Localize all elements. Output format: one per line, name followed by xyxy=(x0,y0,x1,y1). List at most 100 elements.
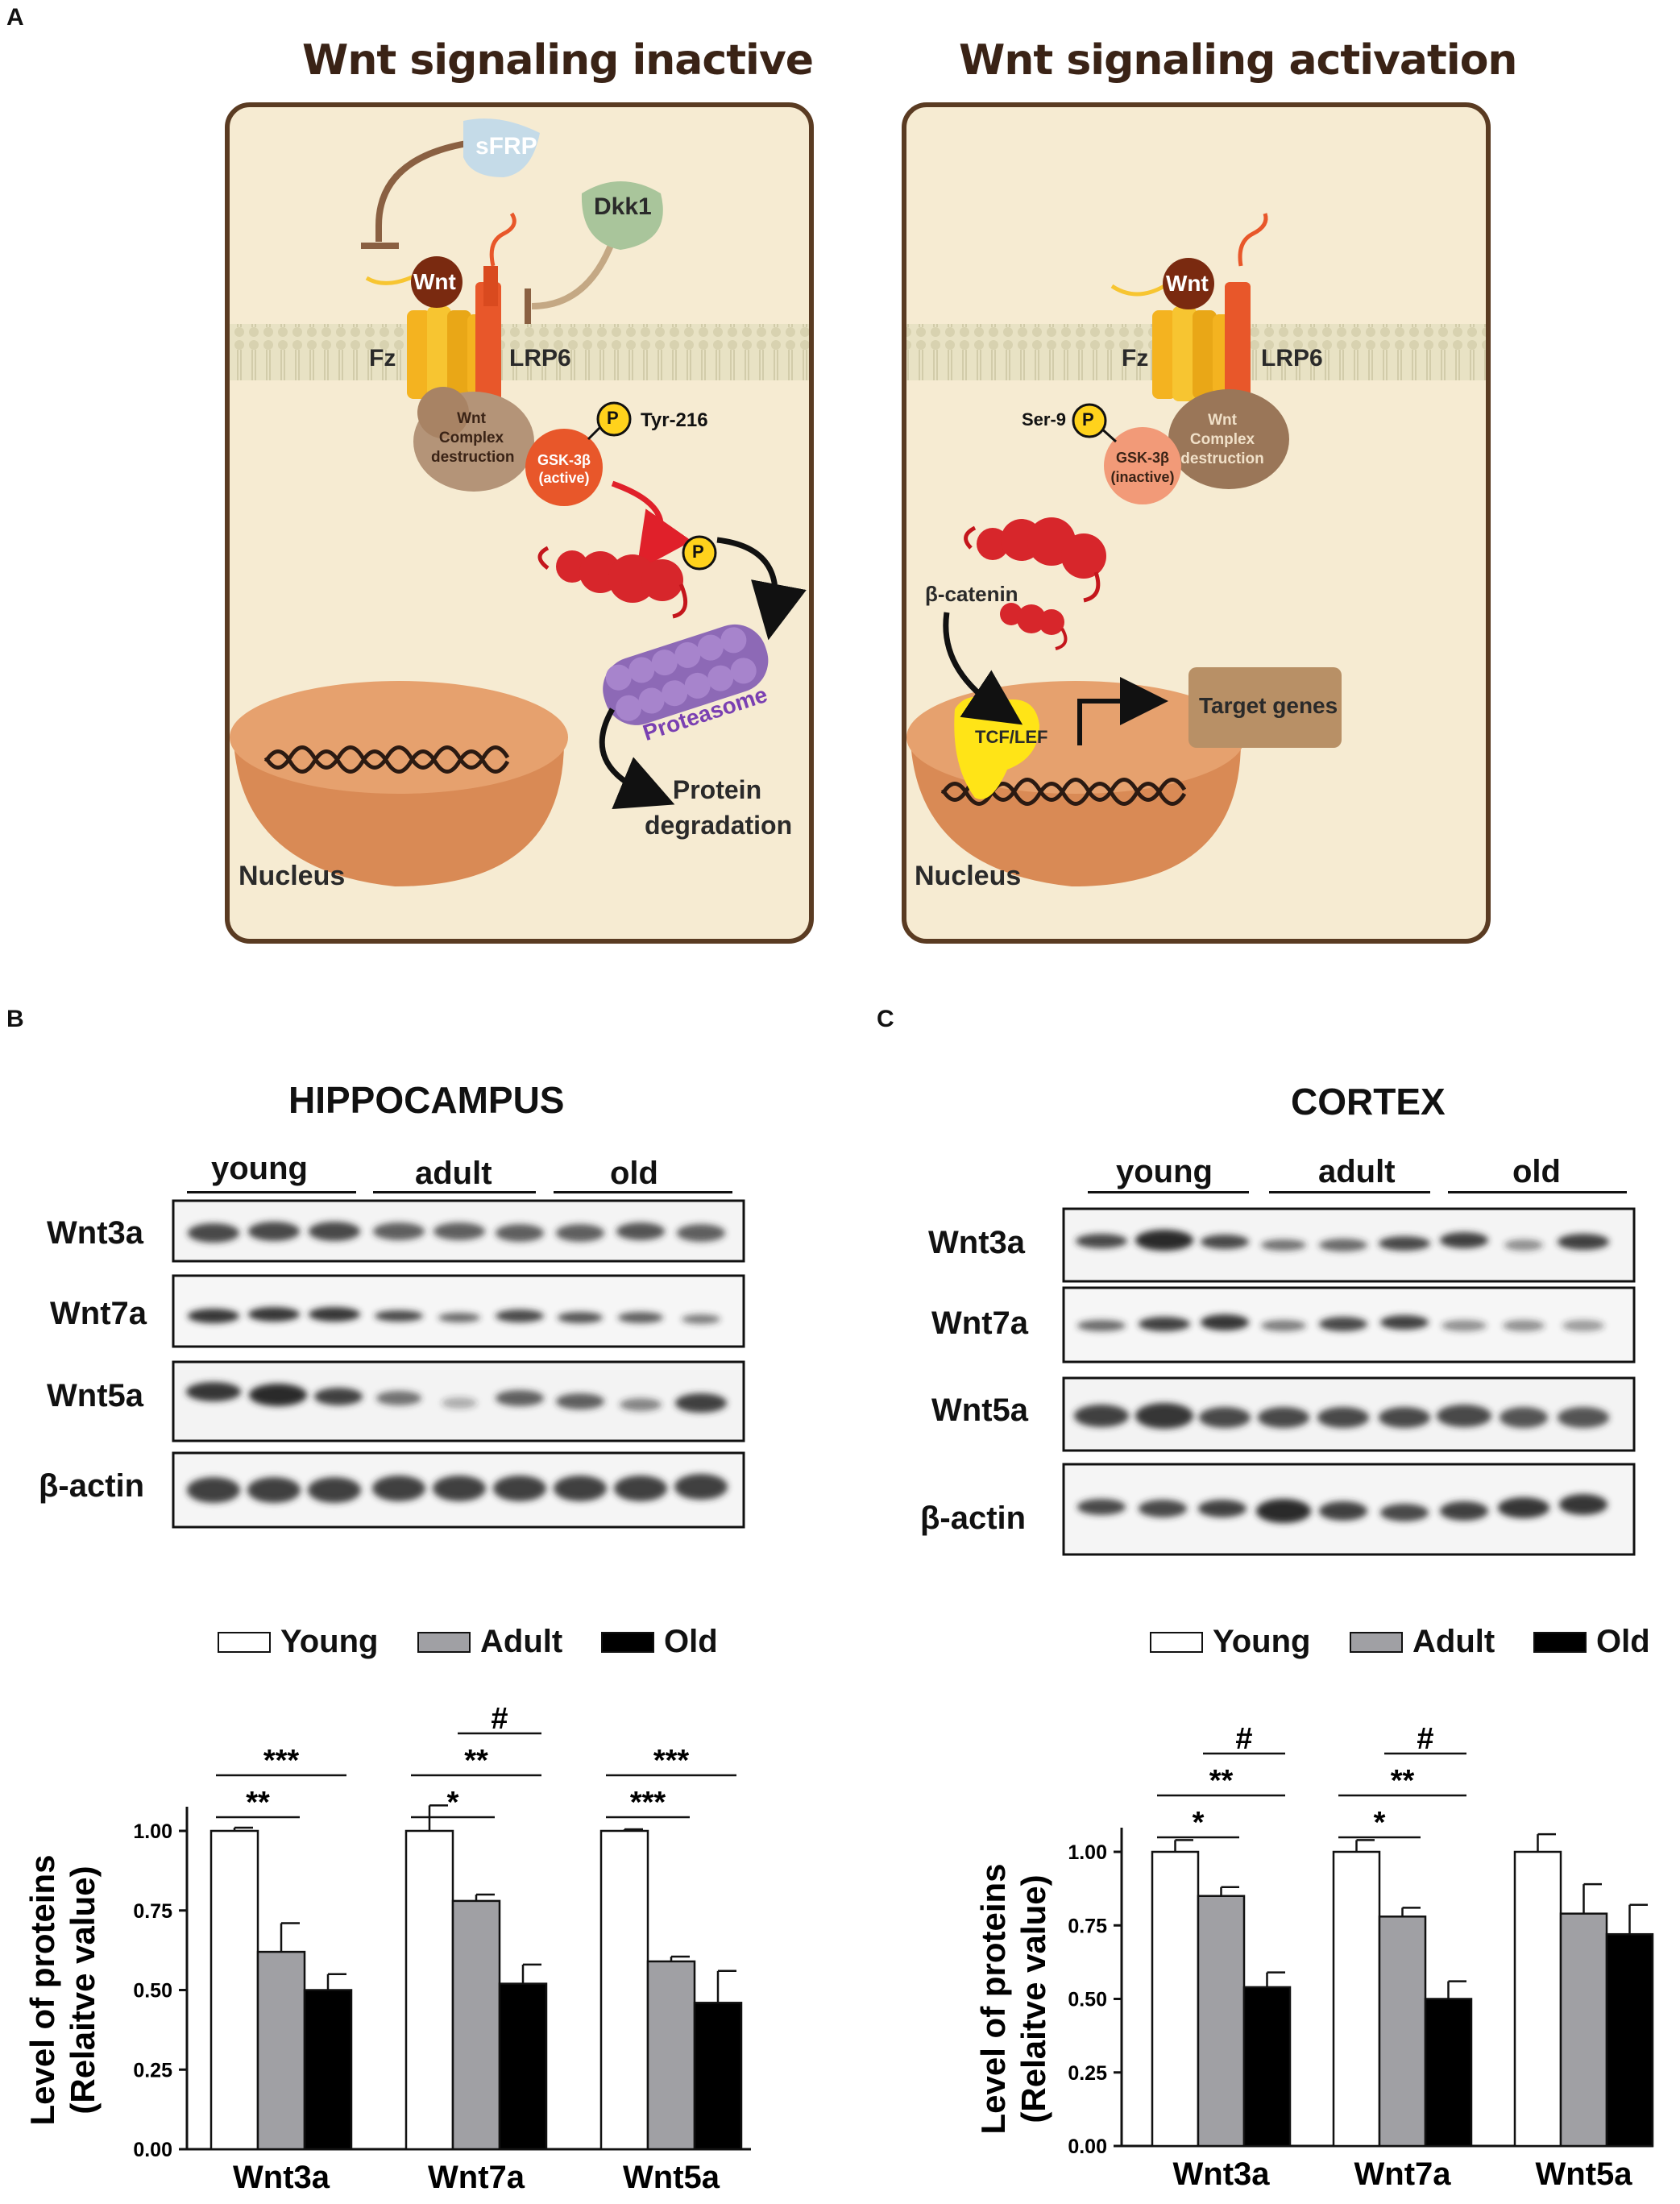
row-label-wnt5a-cortex: Wnt5a xyxy=(931,1393,1028,1428)
beta-catenin-label: β-catenin xyxy=(925,582,1018,606)
gsk3b-active-label: GSK-3β(active) xyxy=(537,452,591,486)
nucleus-label-left: Nucleus xyxy=(239,861,346,891)
row-label-wnt7a-hippo: Wnt7a xyxy=(50,1296,147,1331)
phospho-p-right: P xyxy=(1082,409,1094,430)
legend-label-young: Young xyxy=(1213,1624,1311,1659)
significance-label: *** xyxy=(630,1786,666,1820)
significance-label: # xyxy=(491,1702,508,1736)
bar xyxy=(451,1899,501,2151)
blot-title-cortex: CORTEX xyxy=(1291,1081,1446,1123)
group-underline xyxy=(373,1191,536,1193)
significance-label: # xyxy=(1235,1722,1252,1756)
x-tick-label: Wnt5a xyxy=(623,2160,720,2195)
western-blot-cortex xyxy=(1062,1207,1636,1556)
ser9-label: Ser-9 xyxy=(1022,409,1067,430)
legend-swatch-adult xyxy=(417,1631,471,1653)
legend-label-adult: Adult xyxy=(480,1624,563,1659)
legend-hippocampus: Young Adult Old xyxy=(218,1624,718,1660)
x-tick-label: Wnt3a xyxy=(233,2160,330,2195)
y-tick-label: 1.00 xyxy=(1068,1841,1107,1864)
x-tick-label: Wnt3a xyxy=(1173,2156,1271,2192)
western-blot-hippocampus xyxy=(172,1199,745,1529)
significance-label: * xyxy=(1193,1806,1205,1840)
group-underline xyxy=(1088,1191,1249,1193)
group-label-old-cortex: old xyxy=(1512,1154,1561,1189)
group-underline xyxy=(187,1191,356,1193)
group-label-young-cortex: young xyxy=(1116,1154,1213,1189)
legend-swatch-young xyxy=(218,1631,271,1653)
group-underline xyxy=(554,1191,732,1193)
significance-label: # xyxy=(1417,1722,1433,1756)
diagram-title-activation: Wnt signaling activation xyxy=(959,36,1517,85)
row-label-wnt3a-hippo: Wnt3a xyxy=(47,1215,143,1251)
phospho-p-left-2: P xyxy=(692,542,704,562)
bar xyxy=(1151,1850,1200,2148)
group-label-old-hippo: old xyxy=(610,1156,658,1191)
significance-label: ** xyxy=(1209,1764,1234,1798)
legend-label-young: Young xyxy=(280,1624,379,1659)
bar xyxy=(693,2002,743,2151)
panel-letter-b: B xyxy=(6,1006,24,1032)
cell-activation xyxy=(902,102,1491,944)
row-label-wnt5a-hippo: Wnt5a xyxy=(47,1378,143,1413)
bar xyxy=(303,1989,353,2151)
group-label-adult-hippo: adult xyxy=(415,1156,492,1191)
bar xyxy=(1378,1916,1427,2148)
group-label-young-hippo: young xyxy=(211,1151,308,1186)
bar xyxy=(1605,1932,1654,2148)
cell-inactive xyxy=(225,102,814,944)
diagram-title-inactive: Wnt signaling inactive xyxy=(302,36,814,85)
fz-label-left: Fz xyxy=(369,345,396,371)
bar xyxy=(646,1960,696,2151)
bar xyxy=(498,1982,548,2151)
dkk1-label: Dkk1 xyxy=(594,193,652,220)
group-underline xyxy=(1269,1191,1430,1193)
legend-swatch-old xyxy=(1533,1631,1587,1653)
significance-label: ** xyxy=(1391,1764,1415,1798)
y-tick-label: 0.50 xyxy=(1068,1989,1107,2011)
y-tick-label: 0.75 xyxy=(133,1900,172,1923)
legend-label-old: Old xyxy=(664,1624,718,1659)
panel-letter-c: C xyxy=(877,1006,894,1032)
row-label-wnt3a-cortex: Wnt3a xyxy=(928,1225,1025,1260)
gsk3b-inactive-label: GSK-3β(inactive) xyxy=(1110,450,1175,485)
wnt-label-left: Wnt xyxy=(413,269,456,294)
y-tick-label: 0.00 xyxy=(1068,2136,1107,2158)
bar xyxy=(404,1829,454,2151)
target-genes-label: Target genes xyxy=(1199,693,1338,718)
bar xyxy=(1513,1850,1562,2148)
legend-swatch-young xyxy=(1150,1631,1203,1653)
y-tick-label: 0.25 xyxy=(1068,2062,1107,2085)
tyr216-label: Tyr-216 xyxy=(641,409,708,431)
fz-label-right: Fz xyxy=(1122,345,1149,371)
significance-label: * xyxy=(1374,1806,1386,1840)
significance-label: * xyxy=(447,1786,459,1820)
x-tick-label: Wnt5a xyxy=(1536,2156,1633,2192)
row-label-wnt7a-cortex: Wnt7a xyxy=(931,1305,1028,1341)
bar xyxy=(209,1829,259,2151)
y-tick-label: 0.50 xyxy=(133,1980,172,2003)
significance-label: ** xyxy=(246,1786,270,1820)
lrp6-label-right: LRP6 xyxy=(1261,345,1323,371)
x-tick-label: Wnt7a xyxy=(428,2160,525,2195)
wnt-label-right: Wnt xyxy=(1166,271,1209,296)
y-tick-label: 1.00 xyxy=(133,1820,172,1843)
panel-letter-a: A xyxy=(6,4,24,31)
blot-title-hippocampus: HIPPOCAMPUS xyxy=(288,1079,565,1121)
bar xyxy=(1424,1998,1473,2148)
legend-swatch-old xyxy=(601,1631,654,1653)
row-label-bactin-cortex: β-actin xyxy=(920,1500,1027,1536)
significance-label: *** xyxy=(653,1744,690,1778)
bar xyxy=(1332,1850,1381,2148)
lrp6-label-left: LRP6 xyxy=(509,345,571,371)
x-tick-label: Wnt7a xyxy=(1354,2156,1452,2192)
legend-swatch-adult xyxy=(1350,1631,1403,1653)
y-tick-label: 0.75 xyxy=(1068,1915,1107,1937)
group-label-adult-cortex: adult xyxy=(1318,1154,1396,1189)
group-underline xyxy=(1448,1191,1627,1193)
phospho-p-left-1: P xyxy=(607,408,619,428)
